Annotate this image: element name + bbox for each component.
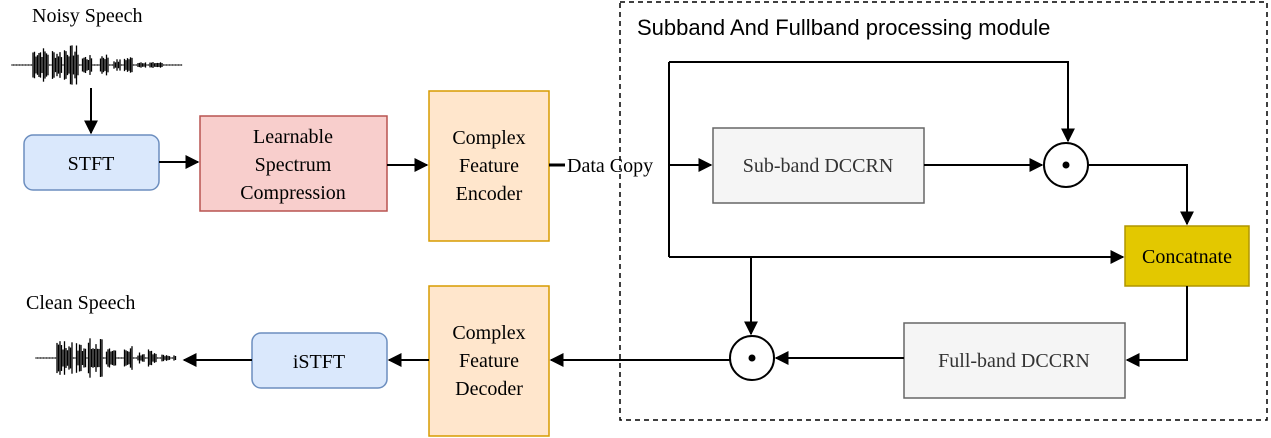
encoder-block: Complex Feature Encoder <box>428 90 550 242</box>
stft-block: STFT <box>23 134 160 191</box>
encoder-line-3: Encoder <box>456 183 523 205</box>
fullband-dccrn-block: Full-band DCCRN <box>903 322 1126 399</box>
elementwise-multiply-icon <box>1043 142 1089 188</box>
concatnate-label: Concatnate <box>1142 246 1232 268</box>
waveform-icon <box>35 338 177 378</box>
fullband-dccrn-label: Full-band DCCRN <box>938 350 1090 372</box>
encoder-line-2: Feature <box>459 155 519 177</box>
decoder-line-2: Feature <box>459 350 519 372</box>
subband-dccrn-label: Sub-band DCCRN <box>743 155 894 177</box>
module-frame <box>619 1 1268 421</box>
encoder-line-1: Complex <box>452 127 525 149</box>
compression-line-2: Spectrum <box>255 154 332 176</box>
data-copy-label: Data Copy <box>567 155 653 177</box>
connector-multiply-to-concat <box>1088 164 1194 226</box>
connector-top-to-multiply <box>669 61 1075 143</box>
istft-block: iSTFT <box>251 332 388 389</box>
noisy-speech-label: Noisy Speech <box>32 5 143 27</box>
decoder-block: Complex Feature Decoder <box>428 285 550 437</box>
stft-label: STFT <box>68 153 115 175</box>
istft-label: iSTFT <box>293 351 345 373</box>
compression-line-1: Learnable <box>253 126 333 148</box>
module-title: Subband And Fullband processing module <box>637 15 1050 40</box>
compression-line-3: Compression <box>240 182 346 204</box>
connector-concat-to-fullband <box>1125 286 1188 367</box>
elementwise-multiply-icon <box>729 335 775 381</box>
subband-dccrn-block: Sub-band DCCRN <box>712 127 925 204</box>
waveform-icon <box>11 45 183 85</box>
decoder-line-3: Decoder <box>455 378 523 400</box>
compression-block: Learnable Spectrum Compression <box>199 115 388 212</box>
clean-speech-label: Clean Speech <box>26 292 135 314</box>
concatnate-block: Concatnate <box>1124 225 1250 287</box>
decoder-line-1: Complex <box>452 322 525 344</box>
